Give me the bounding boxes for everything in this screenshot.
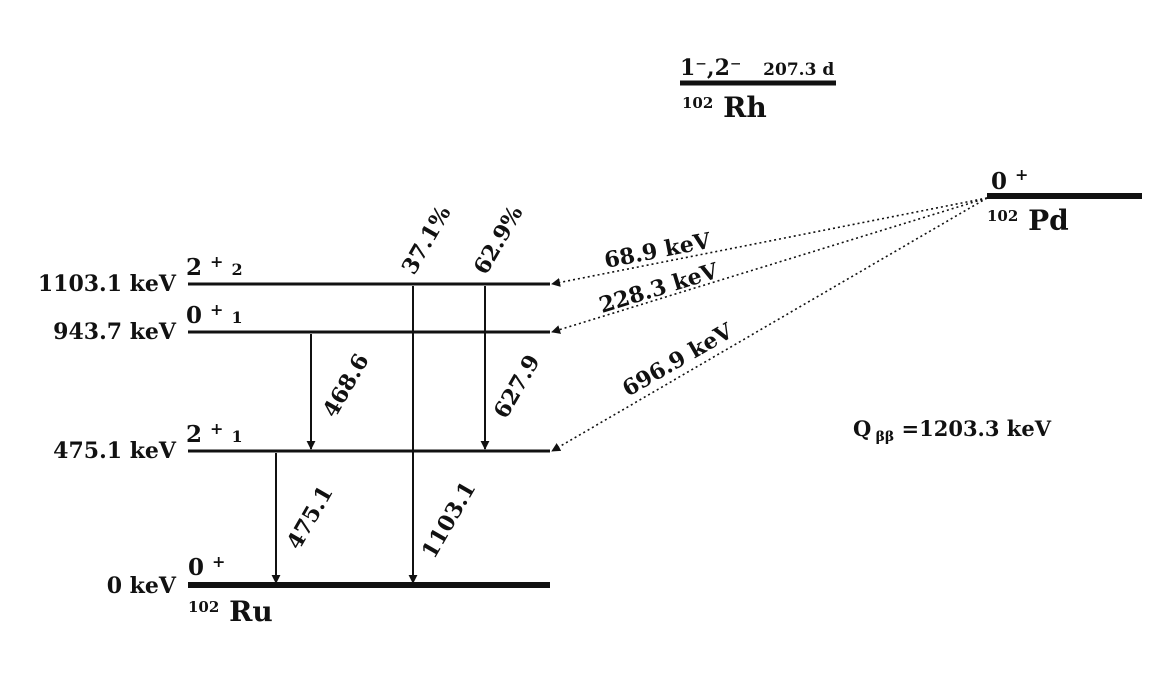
level-jp-1103-spin: 2 xyxy=(186,254,202,281)
level-jp-943-parity: + xyxy=(210,300,223,319)
ru102-levels: 1103.1 keV 943.7 keV 475.1 keV 0 keV 2 +… xyxy=(38,246,550,628)
level-jp-943: 0 + 1 xyxy=(186,294,243,329)
level-jp-ground-parity: + xyxy=(212,552,225,571)
q-symbol: Q xyxy=(853,416,871,441)
pd-mass-number: 102 xyxy=(987,207,1018,225)
level-jp-475: 2 + 1 xyxy=(186,413,243,448)
gamma-label-1103: 1103.1 xyxy=(417,477,482,563)
rh102-parent: 1⁻,2⁻ 207.3 d 102 Rh xyxy=(680,55,836,124)
level-jp-475-spin: 2 xyxy=(186,421,202,448)
svg-text:0 +: 0 + xyxy=(991,165,1028,195)
svg-text:1⁻,2⁻ 207.3 d: 1⁻,2⁻ 207.3 d xyxy=(680,55,834,81)
level-jp-ground-spin: 0 xyxy=(188,554,204,581)
gamma-label-627: 627.9 xyxy=(489,350,546,423)
pd-spin-parity: + xyxy=(1015,165,1028,184)
gamma-label-475: 475.1 xyxy=(282,481,339,554)
level-jp-1103-index: 2 xyxy=(231,260,242,279)
ec-arrow-to-1103 xyxy=(551,197,988,287)
pd-symbol: Pd xyxy=(1028,204,1069,237)
branch-label-37: 37.1% xyxy=(397,201,457,279)
ru-symbol: Ru xyxy=(229,595,273,628)
q-subscript: ββ xyxy=(876,429,895,445)
level-jp-1103-parity: + xyxy=(210,252,223,271)
level-jp-1103: 2 + 2 xyxy=(186,246,243,281)
level-jp-943-spin: 0 xyxy=(186,302,202,329)
level-jp-943-index: 1 xyxy=(231,308,242,327)
ru-mass-number: 102 xyxy=(188,598,219,616)
level-energy-475: 475.1 keV xyxy=(53,438,177,464)
ec-arrow-to-475 xyxy=(551,197,988,452)
level-energy-1103: 1103.1 keV xyxy=(38,271,177,297)
gamma-transitions: 468.6 627.9 475.1 1103.1 37.1% 62.9% xyxy=(271,201,546,584)
ec-label-696: 696.9 keV xyxy=(618,318,738,402)
level-jp-ground: 0 + xyxy=(188,552,225,581)
pd-spin: 0 xyxy=(991,168,1007,195)
rh-symbol: Rh xyxy=(723,91,767,124)
level-jp-475-index: 1 xyxy=(231,427,242,446)
branch-label-62: 62.9% xyxy=(469,201,529,279)
ec-transitions: 68.9 keV 228.3 keV 696.9 keV xyxy=(551,197,988,452)
ec-arrow-to-943 xyxy=(551,197,988,334)
rh-halflife: 207.3 d xyxy=(763,60,834,80)
svg-text:102 Pd: 102 Pd xyxy=(987,195,1069,237)
q-value-label: Q ββ =1203.3 keV xyxy=(853,416,1052,446)
level-energy-943: 943.7 keV xyxy=(53,319,177,345)
gamma-label-468: 468.6 xyxy=(318,349,375,422)
level-energy-ground: 0 keV xyxy=(107,573,177,599)
ru-nuclide-label: 102 Ru xyxy=(188,586,273,628)
level-jp-475-parity: + xyxy=(210,419,223,438)
pd102-parent: 0 + 102 Pd xyxy=(987,165,1142,237)
q-value: =1203.3 keV xyxy=(902,416,1052,441)
rh-mass-number: 102 xyxy=(682,94,713,112)
rh-spin: 1⁻,2⁻ xyxy=(680,55,742,81)
svg-text:102 Rh: 102 Rh xyxy=(682,82,767,124)
